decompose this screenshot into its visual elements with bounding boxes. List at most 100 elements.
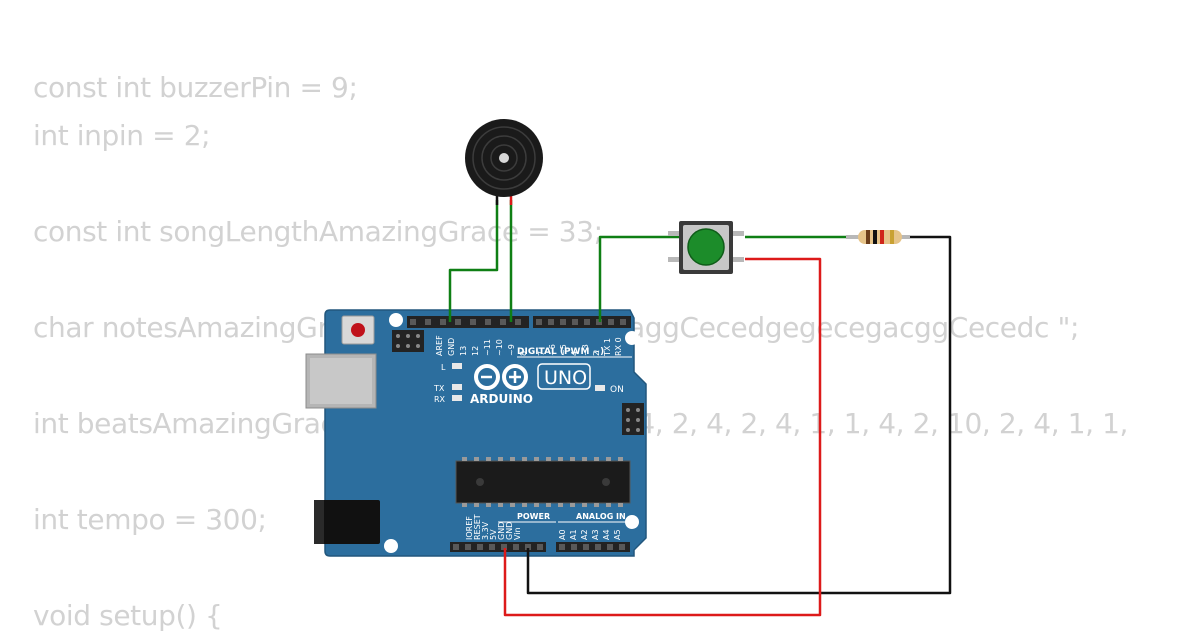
chip-pin: [606, 457, 611, 461]
analog-header: [556, 542, 630, 552]
header-pin[interactable]: [440, 319, 446, 325]
piezo-buzzer[interactable]: [465, 119, 543, 205]
pin-label: A5: [613, 529, 622, 540]
mounting-hole: [625, 331, 639, 345]
chip-pin: [462, 457, 467, 461]
chip-pin: [462, 503, 467, 507]
model-badge: [537, 363, 591, 390]
header-pin[interactable]: [513, 544, 519, 550]
header-pin[interactable]: [536, 319, 542, 325]
header-pin[interactable]: [608, 319, 614, 325]
chip-pin: [534, 457, 539, 461]
header-pin[interactable]: [619, 544, 625, 550]
pin-label: ~9: [507, 344, 516, 356]
chip-pin: [510, 503, 515, 507]
code-line: int tempo = 300;: [33, 503, 267, 536]
chip-pin: [570, 457, 575, 461]
header-pin[interactable]: [525, 544, 531, 550]
header-pin[interactable]: [501, 544, 507, 550]
power-jack: [314, 500, 380, 544]
chip-pin: [522, 503, 527, 507]
header-pin[interactable]: [465, 544, 471, 550]
mounting-hole: [389, 313, 403, 327]
chip-pin: [582, 503, 587, 507]
code-background: const int buzzerPin = 9; int inpin = 2; …: [33, 0, 1200, 632]
pin-label: A4: [602, 529, 611, 540]
header-pin[interactable]: [453, 544, 459, 550]
chip-pin: [558, 457, 563, 461]
pushbutton[interactable]: [668, 221, 744, 274]
pin-label: RX 0: [614, 337, 623, 356]
chip-pin: [546, 503, 551, 507]
led-rx: [452, 395, 462, 401]
pin-label: 3.3V: [481, 521, 490, 540]
chip-pin: [486, 457, 491, 461]
header-pin[interactable]: [572, 319, 578, 325]
header-pin[interactable]: [470, 319, 476, 325]
chip-pin: [498, 457, 503, 461]
model-label: UNO: [544, 367, 587, 389]
chip-pin: [606, 503, 611, 507]
led-rx-label: RX: [434, 395, 446, 404]
wire-buzzer-gnd: [448, 200, 499, 322]
pin-label: ~6: [548, 344, 557, 356]
wire-pin2-button: [598, 235, 680, 322]
chip-pin: [474, 457, 479, 461]
pin-label: ~10: [495, 339, 504, 356]
header-pin[interactable]: [455, 319, 461, 325]
resistor[interactable]: [846, 230, 910, 244]
header-pin[interactable]: [560, 319, 566, 325]
chip-pin: [618, 503, 623, 507]
button-cap[interactable]: [687, 228, 725, 266]
header-pin[interactable]: [607, 544, 613, 550]
header-pin[interactable]: [485, 319, 491, 325]
header-pin[interactable]: [548, 319, 554, 325]
chip-pin: [594, 457, 599, 461]
code-line: const int buzzerPin = 9;: [33, 71, 358, 104]
chip-pin: [498, 503, 503, 507]
header-pin[interactable]: [410, 319, 416, 325]
pin-label: GND: [497, 522, 506, 540]
pin-label: 7: [537, 351, 546, 356]
header-pin[interactable]: [583, 544, 589, 550]
header-pin[interactable]: [515, 319, 521, 325]
header-pin[interactable]: [620, 319, 626, 325]
header-pin[interactable]: [584, 319, 590, 325]
pin-label: ~5: [559, 344, 568, 356]
header-pin[interactable]: [425, 319, 431, 325]
header-pin[interactable]: [489, 544, 495, 550]
header-pin[interactable]: [477, 544, 483, 550]
chip-pin: [582, 457, 587, 461]
chip-pin: [570, 503, 575, 507]
pin-label: 8: [519, 351, 528, 356]
pin-label: 12: [471, 346, 480, 356]
atmega-chip: [455, 457, 631, 507]
chip-pin: [486, 503, 491, 507]
chip-pin: [594, 503, 599, 507]
arduino-logo-icon: [474, 364, 528, 390]
led-tx: [452, 384, 462, 390]
mounting-hole: [384, 539, 398, 553]
header-pin[interactable]: [500, 319, 506, 325]
chip-pin: [558, 503, 563, 507]
pin-label: 2: [592, 351, 601, 356]
power-header-label: POWER: [517, 512, 550, 521]
header-pin[interactable]: [537, 544, 543, 550]
arduino-brand: ARDUINO: [470, 392, 533, 406]
digital-header-left: [407, 316, 529, 328]
header-pin[interactable]: [595, 544, 601, 550]
pin-label: Vin: [513, 527, 522, 540]
digital-header-right: [533, 316, 631, 328]
code-line: void setup() {: [33, 599, 223, 632]
led-on-label: ON: [610, 385, 624, 395]
chip-pin: [618, 457, 623, 461]
icsp-header: [392, 330, 424, 352]
pin-label: A1: [569, 529, 578, 540]
icsp-header-right: [622, 403, 644, 435]
chip-pin: [510, 457, 515, 461]
header-pin[interactable]: [571, 544, 577, 550]
wires: [448, 200, 952, 617]
pin-label: A2: [580, 529, 589, 540]
header-pin[interactable]: [559, 544, 565, 550]
